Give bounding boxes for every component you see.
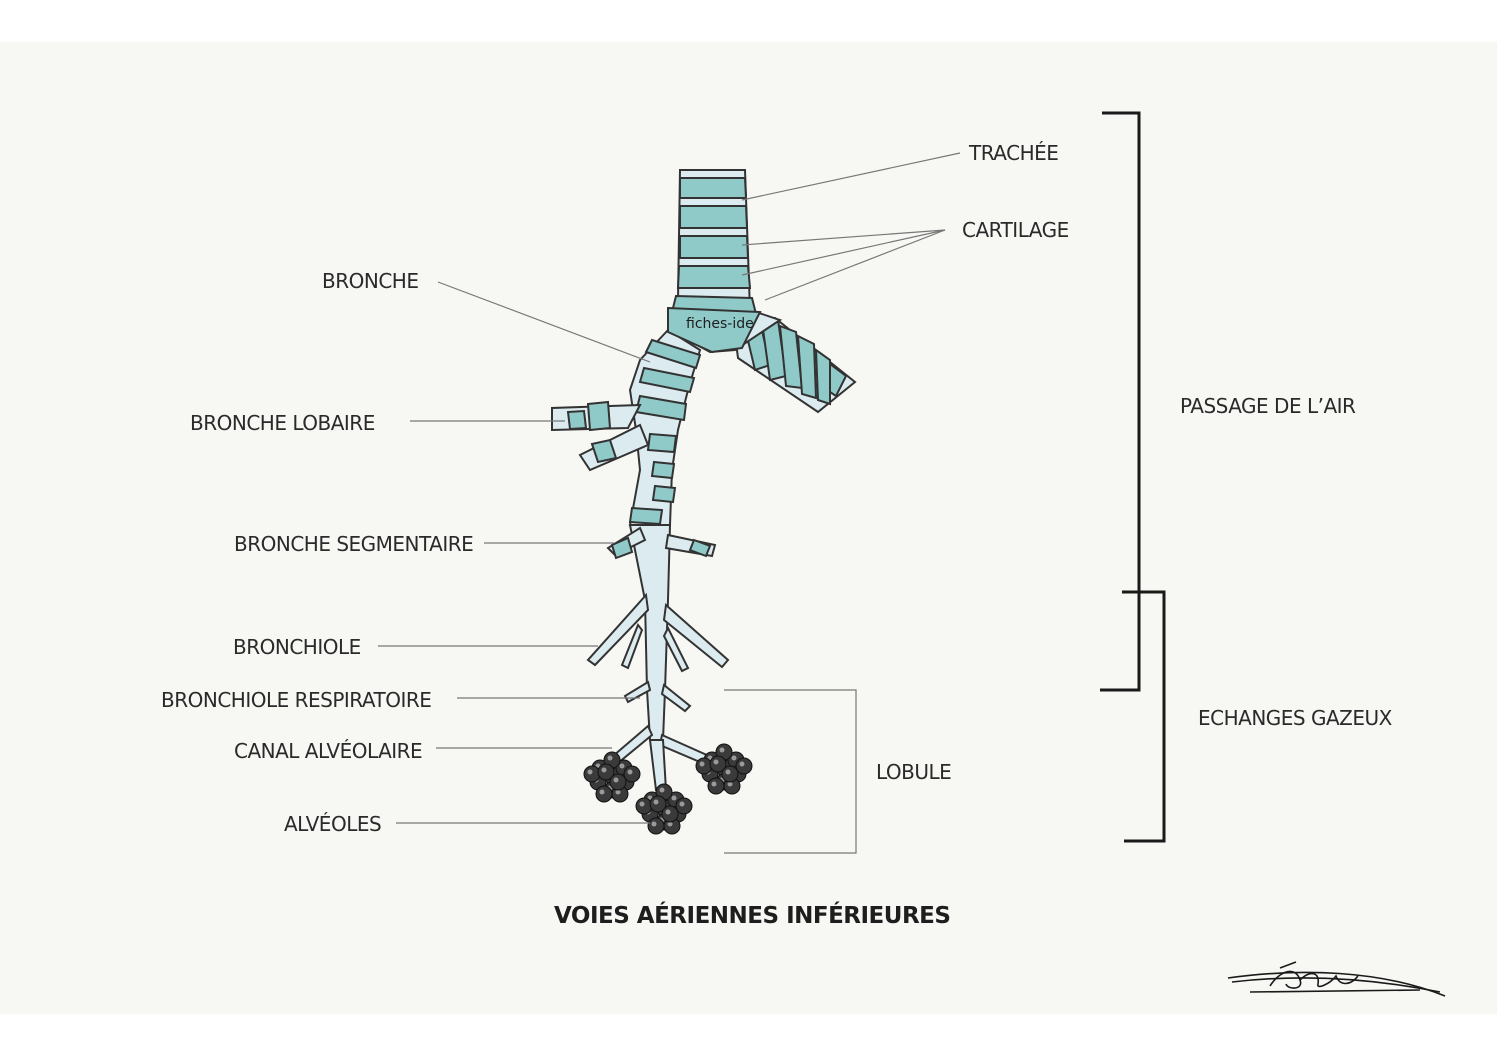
alveolus (649, 795, 667, 813)
alveolus (647, 817, 665, 835)
alveolus-highlight (587, 769, 593, 775)
alveolus (735, 757, 753, 775)
alveolus-highlight (627, 769, 633, 775)
label-bronche-lobaire: BRONCHE LOBAIRE (190, 411, 375, 435)
alveolus-highlight (727, 781, 733, 787)
alveolus-highlight (615, 789, 621, 795)
left-bronchus (628, 328, 702, 526)
label-passage-air: PASSAGE DE L’AIR (1180, 394, 1356, 418)
label-cartilage: CARTILAGE (962, 218, 1069, 242)
alveolus-highlight (671, 795, 677, 801)
bronchiole-tree (586, 524, 730, 791)
label-echanges-gazeux: ECHANGES GAZEUX (1198, 706, 1393, 730)
alveolus-highlight (599, 789, 605, 795)
alveolus-highlight (665, 809, 671, 815)
alveolus (721, 765, 739, 783)
alveolus-highlight (651, 821, 657, 827)
alveolus (635, 797, 653, 815)
right-bronchus (733, 316, 857, 414)
alveolus-highlight (713, 759, 719, 765)
diagram-sheet (0, 42, 1497, 1014)
alveolus (597, 763, 615, 781)
label-canal-alveolaire: CANAL ALVÉOLAIRE (234, 739, 422, 763)
alveolus-highlight (731, 755, 737, 761)
diagram-title: VOIES AÉRIENNES INFÉRIEURES (554, 901, 950, 929)
lobar-branches (551, 400, 712, 560)
alveolus-highlight (725, 769, 731, 775)
alveolus (675, 797, 693, 815)
alveolus-highlight (639, 801, 645, 807)
function-brackets (1100, 111, 1166, 843)
watermark-text: fiches-ide (686, 316, 754, 332)
alveolus (707, 777, 725, 795)
alveolus-highlight (739, 761, 745, 767)
label-trachee: TRACHÉE (968, 141, 1058, 165)
alveolus-highlight (711, 781, 717, 787)
label-bronchiole-respiratoire: BRONCHIOLE RESPIRATOIRE (161, 688, 431, 712)
signature-mark (1227, 961, 1446, 997)
alveolus (583, 765, 601, 783)
alveolus-highlight (653, 799, 659, 805)
label-lobule: LOBULE (876, 760, 951, 784)
leader-lines (378, 152, 961, 854)
alveolus-highlight (659, 787, 665, 793)
alveoli-clusters (583, 743, 753, 835)
alveolus-highlight (619, 763, 625, 769)
alveolus-highlight (699, 761, 705, 767)
alveolus-highlight (613, 777, 619, 783)
trachea (667, 169, 783, 354)
alveolus-highlight (601, 767, 607, 773)
label-bronche: BRONCHE (322, 269, 418, 293)
alveolus (609, 773, 627, 791)
alveolus (595, 785, 613, 803)
alveolus (623, 765, 641, 783)
alveolus-highlight (719, 747, 725, 753)
alveolus-highlight (607, 755, 613, 761)
alveolus (661, 805, 679, 823)
alveolus-highlight (679, 801, 685, 807)
alveolus (709, 755, 727, 773)
label-bronche-segmentaire: BRONCHE SEGMENTAIRE (234, 532, 473, 556)
label-bronchiole: BRONCHIOLE (233, 635, 361, 659)
label-alveoles: ALVÉOLES (284, 812, 381, 836)
alveolus (695, 757, 713, 775)
alveolus-highlight (667, 821, 673, 827)
